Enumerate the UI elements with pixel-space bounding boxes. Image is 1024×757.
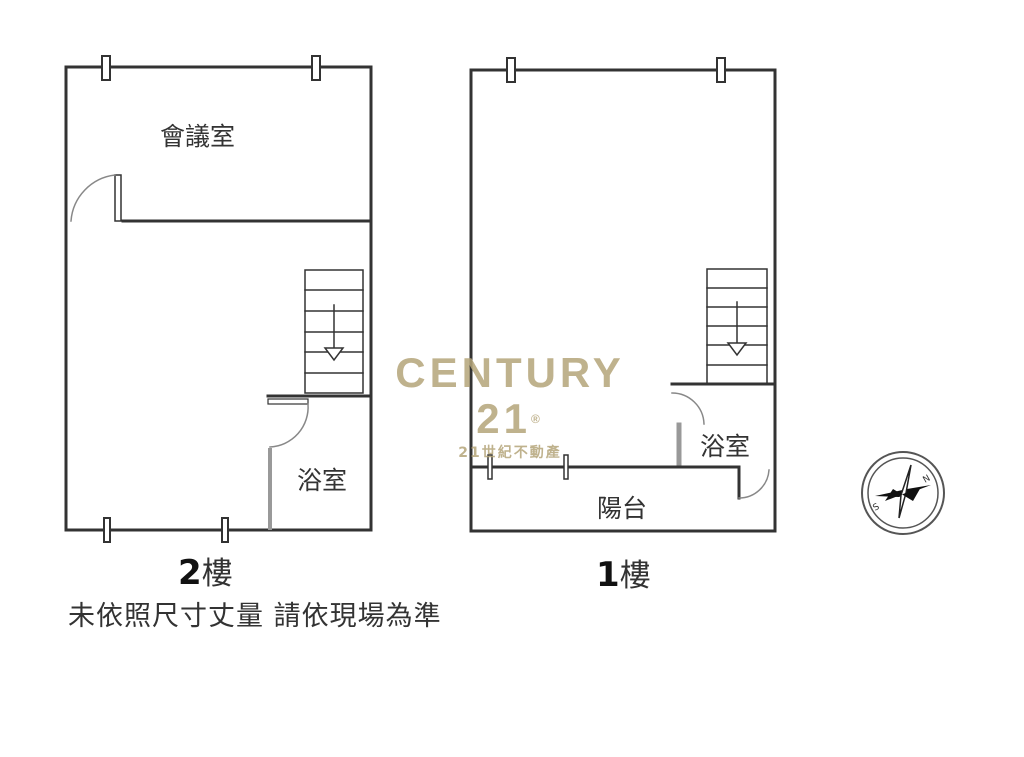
floor-1-plan <box>469 57 777 533</box>
room-label-balcony: 陽台 <box>597 494 647 523</box>
svg-text:S: S <box>872 502 882 514</box>
floor-2-plan <box>64 55 373 543</box>
svg-text:N: N <box>922 474 933 486</box>
floor-number: 1 <box>596 555 620 595</box>
floor-label-2f: 2樓 <box>178 548 233 593</box>
floor-suffix: 樓 <box>201 556 233 592</box>
room-label-meeting-room: 會議室 <box>160 122 235 151</box>
room-label-bathroom-2f: 浴室 <box>297 466 347 495</box>
floor-number: 2 <box>178 553 202 593</box>
compass-icon: N S <box>861 451 945 535</box>
floor-suffix: 樓 <box>619 558 651 594</box>
room-label-bathroom-1f: 浴室 <box>700 432 750 461</box>
floor-label-1f: 1樓 <box>596 550 651 595</box>
disclaimer-text: 未依照尺寸丈量 請依現場為準 <box>68 601 442 632</box>
